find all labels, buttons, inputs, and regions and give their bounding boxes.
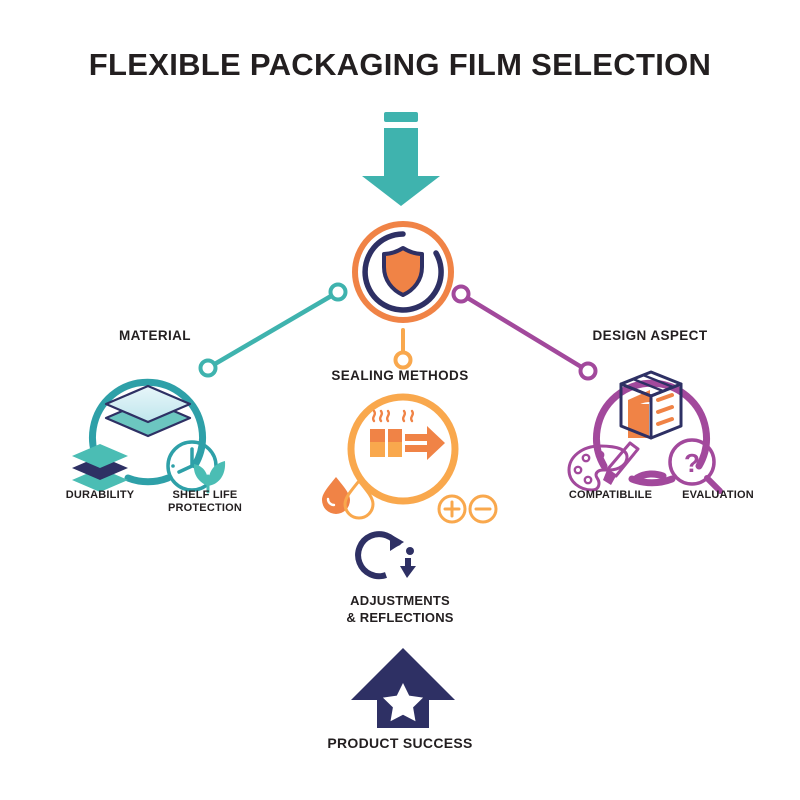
purple-connector-line	[451, 284, 598, 381]
flow-label-adjustments-line2: & REFLECTIONS	[346, 610, 454, 625]
plus-minus-icon	[437, 494, 498, 524]
material-ring	[89, 378, 206, 486]
sub-label-evaluation: EVALUATION	[682, 489, 754, 501]
paint-palette-icon	[567, 441, 667, 492]
sub-label-durability: DURABILITY	[65, 489, 135, 501]
refresh-cycle-icon	[355, 531, 416, 580]
arrow-up-star-icon	[351, 648, 455, 728]
sub-label-shelf-life-line2: PROTECTION	[167, 502, 243, 514]
layered-film-sheets-icon	[104, 384, 192, 438]
package-box-icon	[619, 370, 683, 440]
branch-label-sealing-methods: SEALING METHODS	[331, 368, 469, 383]
arrow-down-icon	[362, 112, 440, 206]
branch-label-design-aspect: DESIGN ASPECT	[592, 328, 708, 343]
branch-label-material: MATERIAL	[119, 328, 191, 343]
heat-seal-arrow-icon	[370, 409, 445, 460]
svg-text:?: ?	[684, 448, 700, 478]
water-drops-icon	[322, 477, 375, 520]
sub-label-compatibility: COMPATIBLILE	[568, 489, 653, 501]
teal-connector-line	[198, 282, 348, 378]
flow-label-product-success: PRODUCT SUCCESS	[327, 735, 473, 751]
clock-leaf-icon	[166, 440, 226, 494]
flow-label-adjustments-line1: ADJUSTMENTS	[350, 593, 450, 608]
flow-label-adjustments: ADJUSTMENTS & REFLECTIONS	[300, 592, 500, 626]
stacked-layers-icon	[72, 444, 128, 492]
magnifier-question-icon: ?	[668, 438, 723, 494]
orange-connector-stem	[393, 328, 413, 370]
shield-hub[interactable]	[352, 221, 454, 323]
sealing-ring	[347, 393, 459, 505]
sub-label-shelf-life-line1: SHELF LIFE	[172, 489, 238, 501]
sub-label-shelf-life: SHELF LIFE PROTECTION	[150, 489, 260, 515]
page-title: FLEXIBLE PACKAGING FILM SELECTION	[88, 47, 712, 82]
